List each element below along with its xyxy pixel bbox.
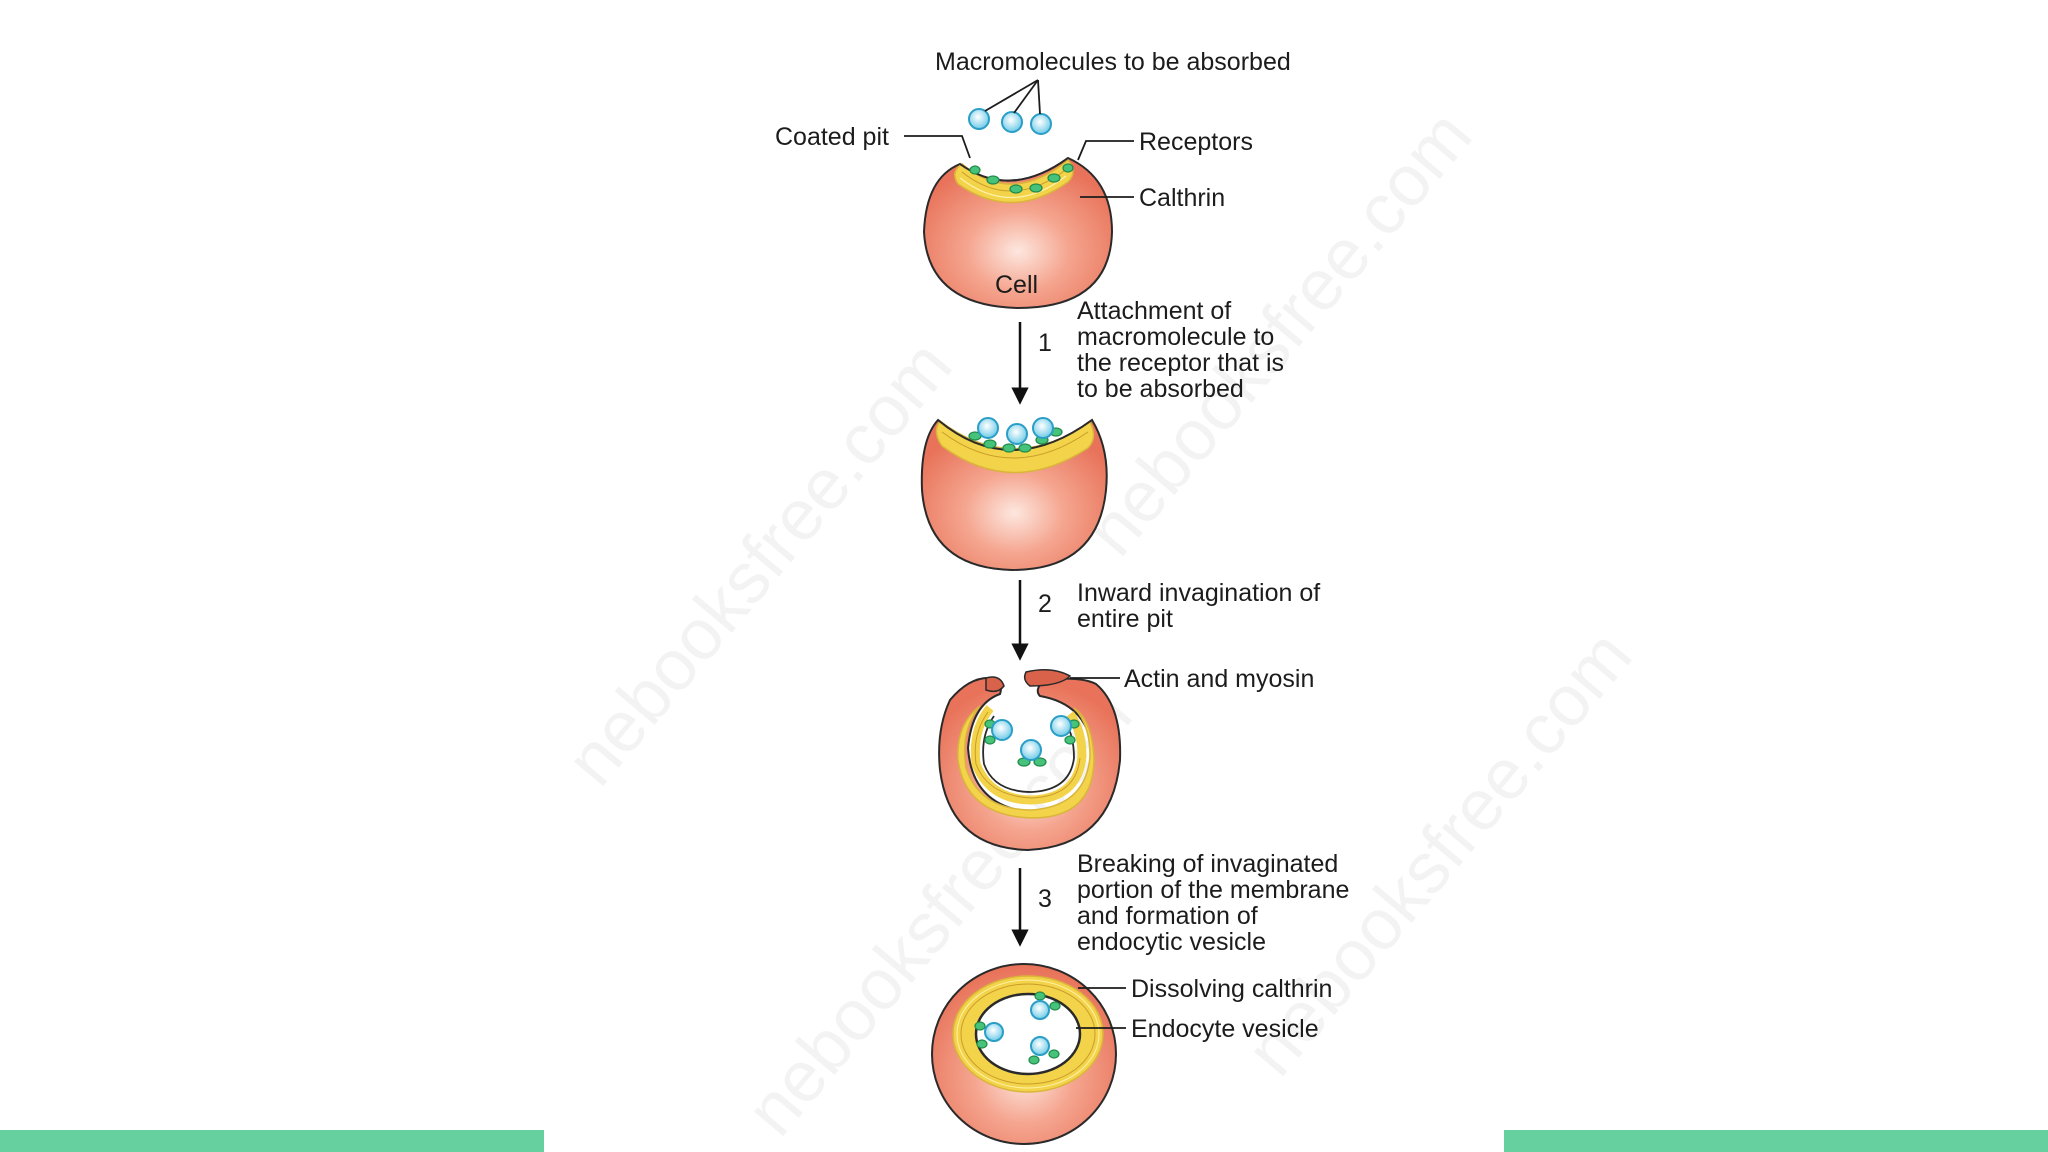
dissolving-calthrin-label: Dissolving calthrin — [1131, 975, 1332, 1003]
calthrin-label: Calthrin — [1139, 184, 1225, 212]
actin-myosin-bands — [985, 669, 1072, 693]
receptors-row — [969, 163, 1074, 194]
coated-pit-leader — [904, 135, 971, 159]
cell-invaginated — [938, 669, 1122, 852]
macromolecules-bound — [977, 417, 1054, 445]
step-2-description: Inward invagination of entire pit — [1077, 579, 1327, 633]
vesicle-macromolecules — [984, 1000, 1050, 1056]
step-3-number: 3 — [1038, 885, 1052, 913]
cell-coated-pit — [922, 79, 1114, 310]
macromolecules-title: Macromolecules to be absorbed — [935, 48, 1291, 76]
receptors-label: Receptors — [1139, 128, 1253, 156]
vesicle-receptors — [974, 991, 1061, 1065]
endocyte-vesicle-label: Endocyte vesicle — [1131, 1015, 1319, 1043]
macromolecules-inside — [991, 715, 1072, 761]
cell-label: Cell — [995, 271, 1038, 299]
cell-vesicle — [931, 963, 1117, 1145]
leader-lines — [904, 135, 1134, 1029]
clathrin-layer — [957, 705, 1095, 819]
receptors-leader — [1077, 140, 1134, 161]
step-2-number: 2 — [1038, 590, 1052, 618]
step-1-description: Attachment of macromolecule to the recep… — [1077, 297, 1291, 403]
cell-attached — [920, 417, 1108, 572]
step-3-description: Breaking of invaginated portion of the m… — [1077, 850, 1356, 956]
actin-myosin-label: Actin and myosin — [1124, 665, 1314, 693]
step-1-number: 1 — [1038, 329, 1052, 357]
svg-text:nebooksfree.com: nebooksfree.com — [551, 326, 967, 801]
receptors-inside — [984, 719, 1080, 767]
macromolecules-free — [968, 108, 1052, 135]
bottom-accent-bar-left — [0, 1130, 544, 1152]
bottom-accent-bar-right — [1504, 1130, 2048, 1152]
coated-pit-label: Coated pit — [775, 123, 889, 151]
